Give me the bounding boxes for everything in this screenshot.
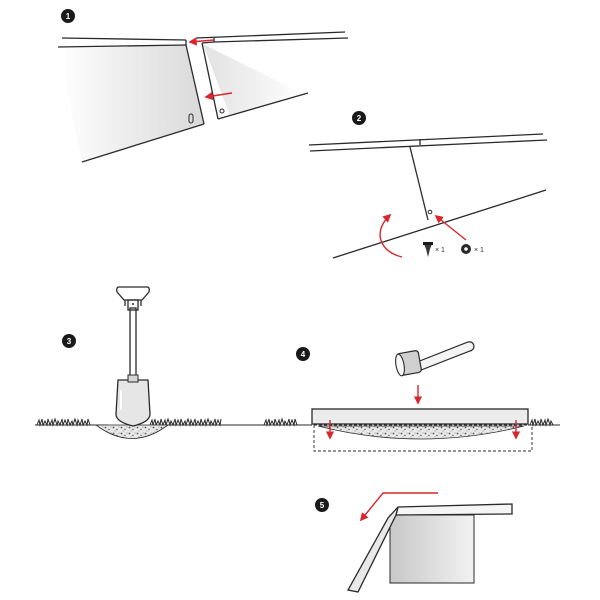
slide-arrow-top — [188, 37, 215, 46]
step-4-badge: 4 — [296, 347, 310, 361]
step-4-group: 4 — [262, 341, 560, 452]
step-2-badge: 2 — [352, 111, 366, 125]
box-block — [389, 514, 475, 584]
grass-ground-left — [262, 417, 312, 427]
step-3-badge: 3 — [62, 334, 76, 348]
edging-top-strip — [395, 503, 513, 516]
trench-gravel — [94, 424, 170, 439]
nut-quantity: × 1 — [474, 247, 484, 254]
right-edging-panel — [195, 31, 349, 120]
step-1-badge: 1 — [61, 9, 75, 23]
left-edging-panel — [57, 37, 205, 163]
slide-arrow-middle — [204, 91, 233, 101]
grass-ground — [35, 417, 262, 427]
step-5-badge: 5 — [315, 498, 329, 512]
bend-arrow — [359, 492, 438, 522]
step-1-number: 1 — [66, 12, 71, 21]
step-4-number: 4 — [301, 350, 306, 359]
step-5-group: 5 — [315, 492, 513, 593]
hole-icon — [219, 108, 225, 114]
fixing-hole-icon — [427, 209, 433, 215]
step-3-number: 3 — [67, 337, 72, 346]
edging-board — [311, 408, 529, 425]
edging-bent-flap — [346, 506, 399, 593]
screw-quantity: × 1 — [435, 247, 445, 254]
spade-icon — [115, 286, 151, 427]
step-2-group: 2 × 1 × 1 — [308, 111, 548, 259]
slot-icon — [188, 113, 194, 124]
step-5-number: 5 — [320, 501, 325, 510]
screw-icon — [423, 242, 433, 257]
mallet-icon — [395, 341, 475, 377]
step-3-group: 3 — [35, 286, 262, 439]
grass-ground-right — [528, 417, 560, 427]
step-2-number: 2 — [357, 114, 362, 123]
dig-outline — [313, 424, 533, 452]
nut-icon — [461, 244, 471, 254]
rotate-arrow — [379, 213, 403, 258]
bed-gravel — [317, 425, 525, 440]
step-1-group: 1 — [57, 9, 349, 163]
insert-arrow — [434, 214, 467, 241]
